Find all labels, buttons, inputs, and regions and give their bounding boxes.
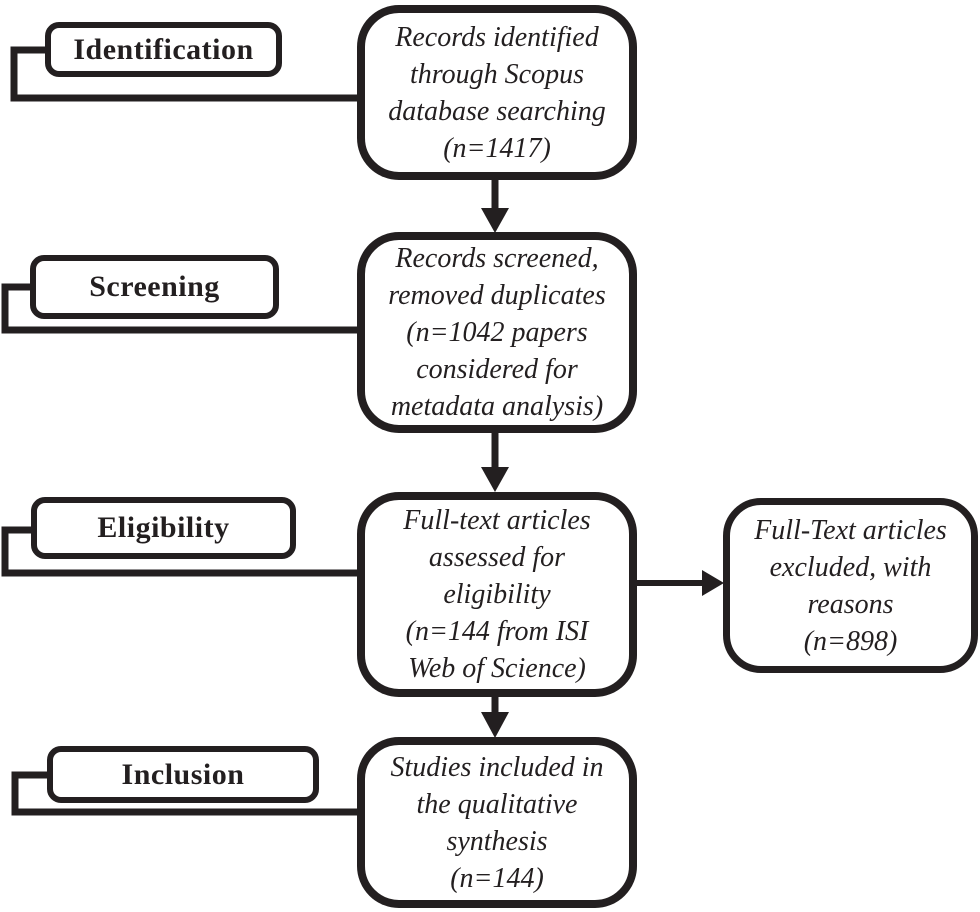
stage-label-inclusion: Inclusion [121, 757, 245, 791]
flow-text-fulltext-assessed: Full-text articles assessed for eligibil… [403, 505, 591, 684]
flow-box-fulltext-assessed: Full-text articles assessed for eligibil… [357, 492, 637, 697]
flow-text-records-screened: Records screened, removed duplicates (n=… [388, 243, 606, 422]
flow-box-records-screened: Records screened, removed duplicates (n=… [357, 232, 637, 433]
stage-box-screening: Screening [30, 255, 279, 319]
flow-box-studies-included: Studies included in the qualitative synt… [357, 737, 637, 908]
flow-text-studies-included: Studies included in the qualitative synt… [390, 751, 604, 894]
stage-box-inclusion: Inclusion [47, 746, 319, 803]
flow-text-fulltext-excluded: Full-Text articles excluded, with reason… [754, 514, 947, 657]
stage-box-identification: Identification [45, 22, 282, 77]
flow-text-records-identified: Records identified through Scopus databa… [388, 21, 606, 164]
arrow-identified-to-screened-head-icon [481, 208, 509, 233]
flow-box-fulltext-excluded: Full-Text articles excluded, with reason… [723, 498, 978, 673]
bracket-screening [1, 283, 362, 334]
stage-label-identification: Identification [73, 32, 254, 66]
bracket-eligibility [1, 526, 362, 577]
arrow-eligibility-to-excluded-head-icon [702, 570, 724, 596]
arrow-screened-to-eligibility-head-icon [481, 467, 509, 492]
flow-box-records-identified: Records identified through Scopus databa… [357, 5, 637, 180]
stage-label-screening: Screening [89, 270, 220, 303]
bracket-identification [10, 46, 362, 102]
stage-label-eligibility: Eligibility [97, 511, 230, 544]
bracket-inclusion [11, 771, 362, 816]
arrow-eligibility-to-included-head-icon [481, 712, 509, 738]
stage-box-eligibility: Eligibility [31, 497, 296, 559]
